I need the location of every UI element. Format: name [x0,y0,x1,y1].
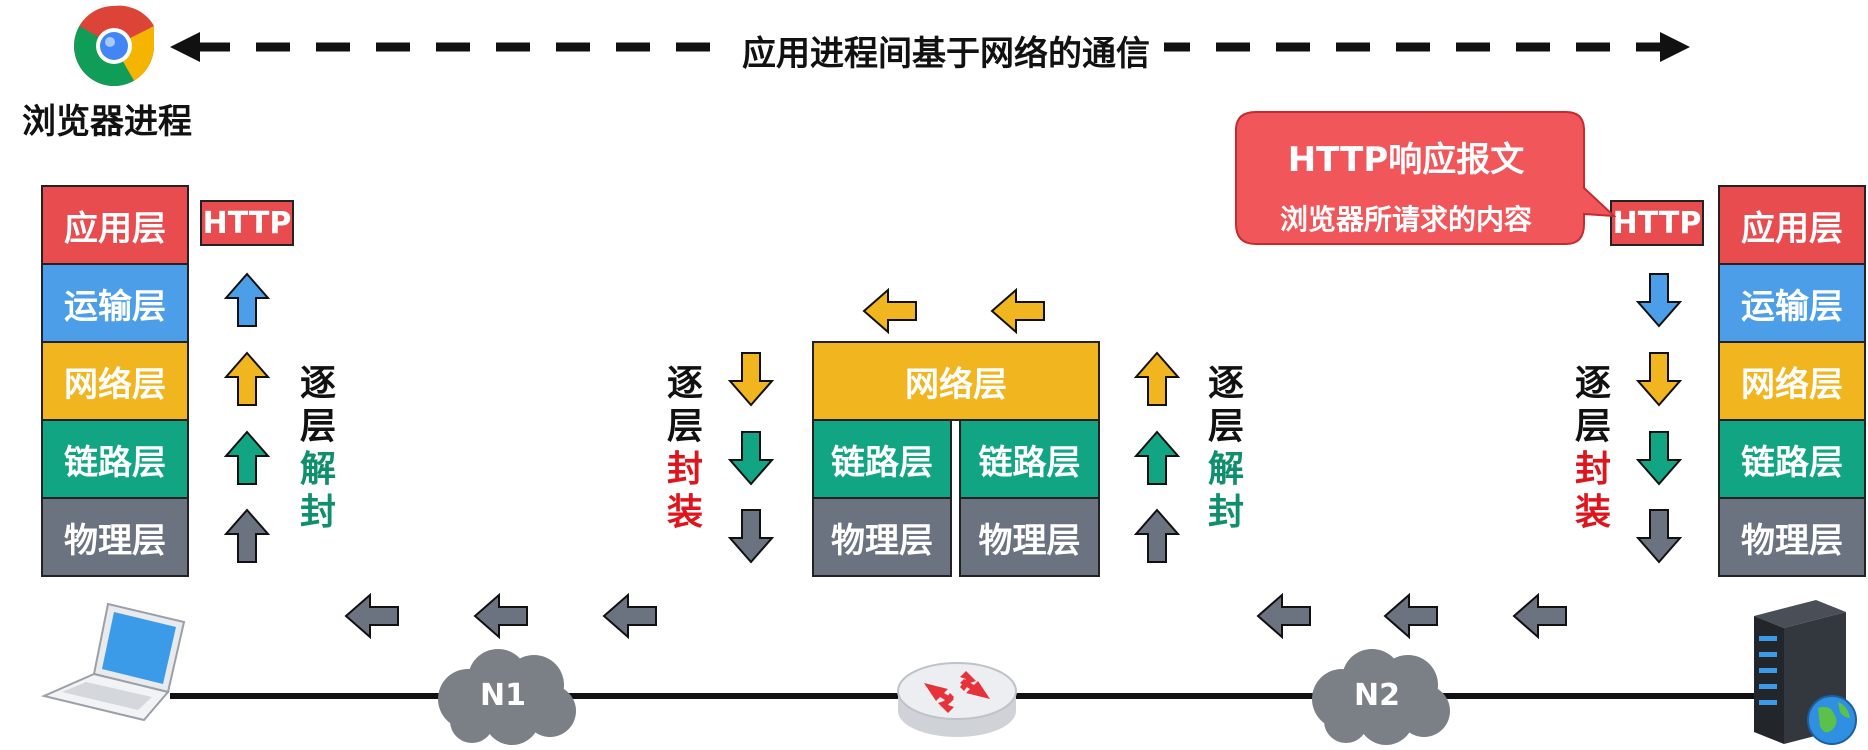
router-layer-link-right: 链路层 [959,419,1100,499]
router-arrow-left-2 [990,288,1045,334]
left-arrow-up-transport [224,272,270,327]
left-layer-application: 应用层 [41,185,189,265]
flow-arrow-left-4 [1256,593,1311,639]
left-layer-physical: 物理层 [41,497,189,577]
right-http-tag: HTTP [1610,200,1704,246]
router-arrow-up-network [1134,351,1180,406]
left-http-tag: HTTP [200,200,294,246]
flow-arrow-left-1 [344,593,399,639]
right-layer-application: 应用层 [1718,185,1866,265]
router-arrow-up-physical [1134,508,1180,563]
flow-arrow-left-5 [1383,593,1438,639]
right-arrow-down-transport [1636,273,1682,328]
cloud-icon-n1 [438,649,576,745]
router-arrow-up-link [1134,430,1180,485]
browser-process-label: 浏览器进程 [22,102,192,142]
cloud-icon-n2 [1312,649,1450,745]
right-layer-transport: 运输层 [1718,263,1866,343]
page-title: 应用进程间基于网络的通信 [728,26,1164,75]
router-layer-network: 网络层 [812,341,1100,421]
right-arrow-down-network [1636,352,1682,407]
flow-arrow-left-2 [473,593,528,639]
right-encap-label: 逐 层 封 装 [1574,363,1611,533]
router-arrow-down-physical [728,509,774,564]
callout-title: HTTP响应报文 [1287,140,1525,180]
network-label-n2: N2 [1354,678,1400,713]
left-decap-label: 逐 层 解 封 [299,363,336,533]
left-arrow-up-network [224,351,270,406]
right-arrow-down-physical [1636,509,1682,564]
callout-subtitle: 浏览器所请求的内容 [1279,203,1532,236]
laptop-icon [40,602,186,722]
left-arrow-up-link [224,430,270,485]
left-layer-link: 链路层 [41,419,189,499]
server-icon [1754,600,1857,745]
flow-arrow-left-3 [602,593,657,639]
callout-bubble [1235,111,1616,245]
right-layer-network: 网络层 [1718,341,1866,421]
left-arrow-up-physical [224,508,270,563]
router-layer-link-left: 链路层 [812,419,952,499]
right-arrow-down-link [1636,431,1682,486]
router-arrow-down-link [728,431,774,486]
flow-arrow-left-6 [1512,593,1567,639]
network-label-n1: N1 [480,678,526,713]
router-arrow-left-1 [862,288,917,334]
router-layer-physical-left: 物理层 [812,497,952,577]
left-layer-network: 网络层 [41,341,189,421]
chrome-icon [74,5,154,86]
router-decap-label: 逐 层 解 封 [1207,363,1244,533]
router-icon [897,662,1017,737]
right-layer-physical: 物理层 [1718,497,1866,577]
router-arrow-down-network [728,352,774,407]
right-layer-link: 链路层 [1718,419,1866,499]
left-layer-transport: 运输层 [41,263,189,343]
router-layer-physical-right: 物理层 [959,497,1100,577]
router-encap-label: 逐 层 封 装 [666,363,703,533]
